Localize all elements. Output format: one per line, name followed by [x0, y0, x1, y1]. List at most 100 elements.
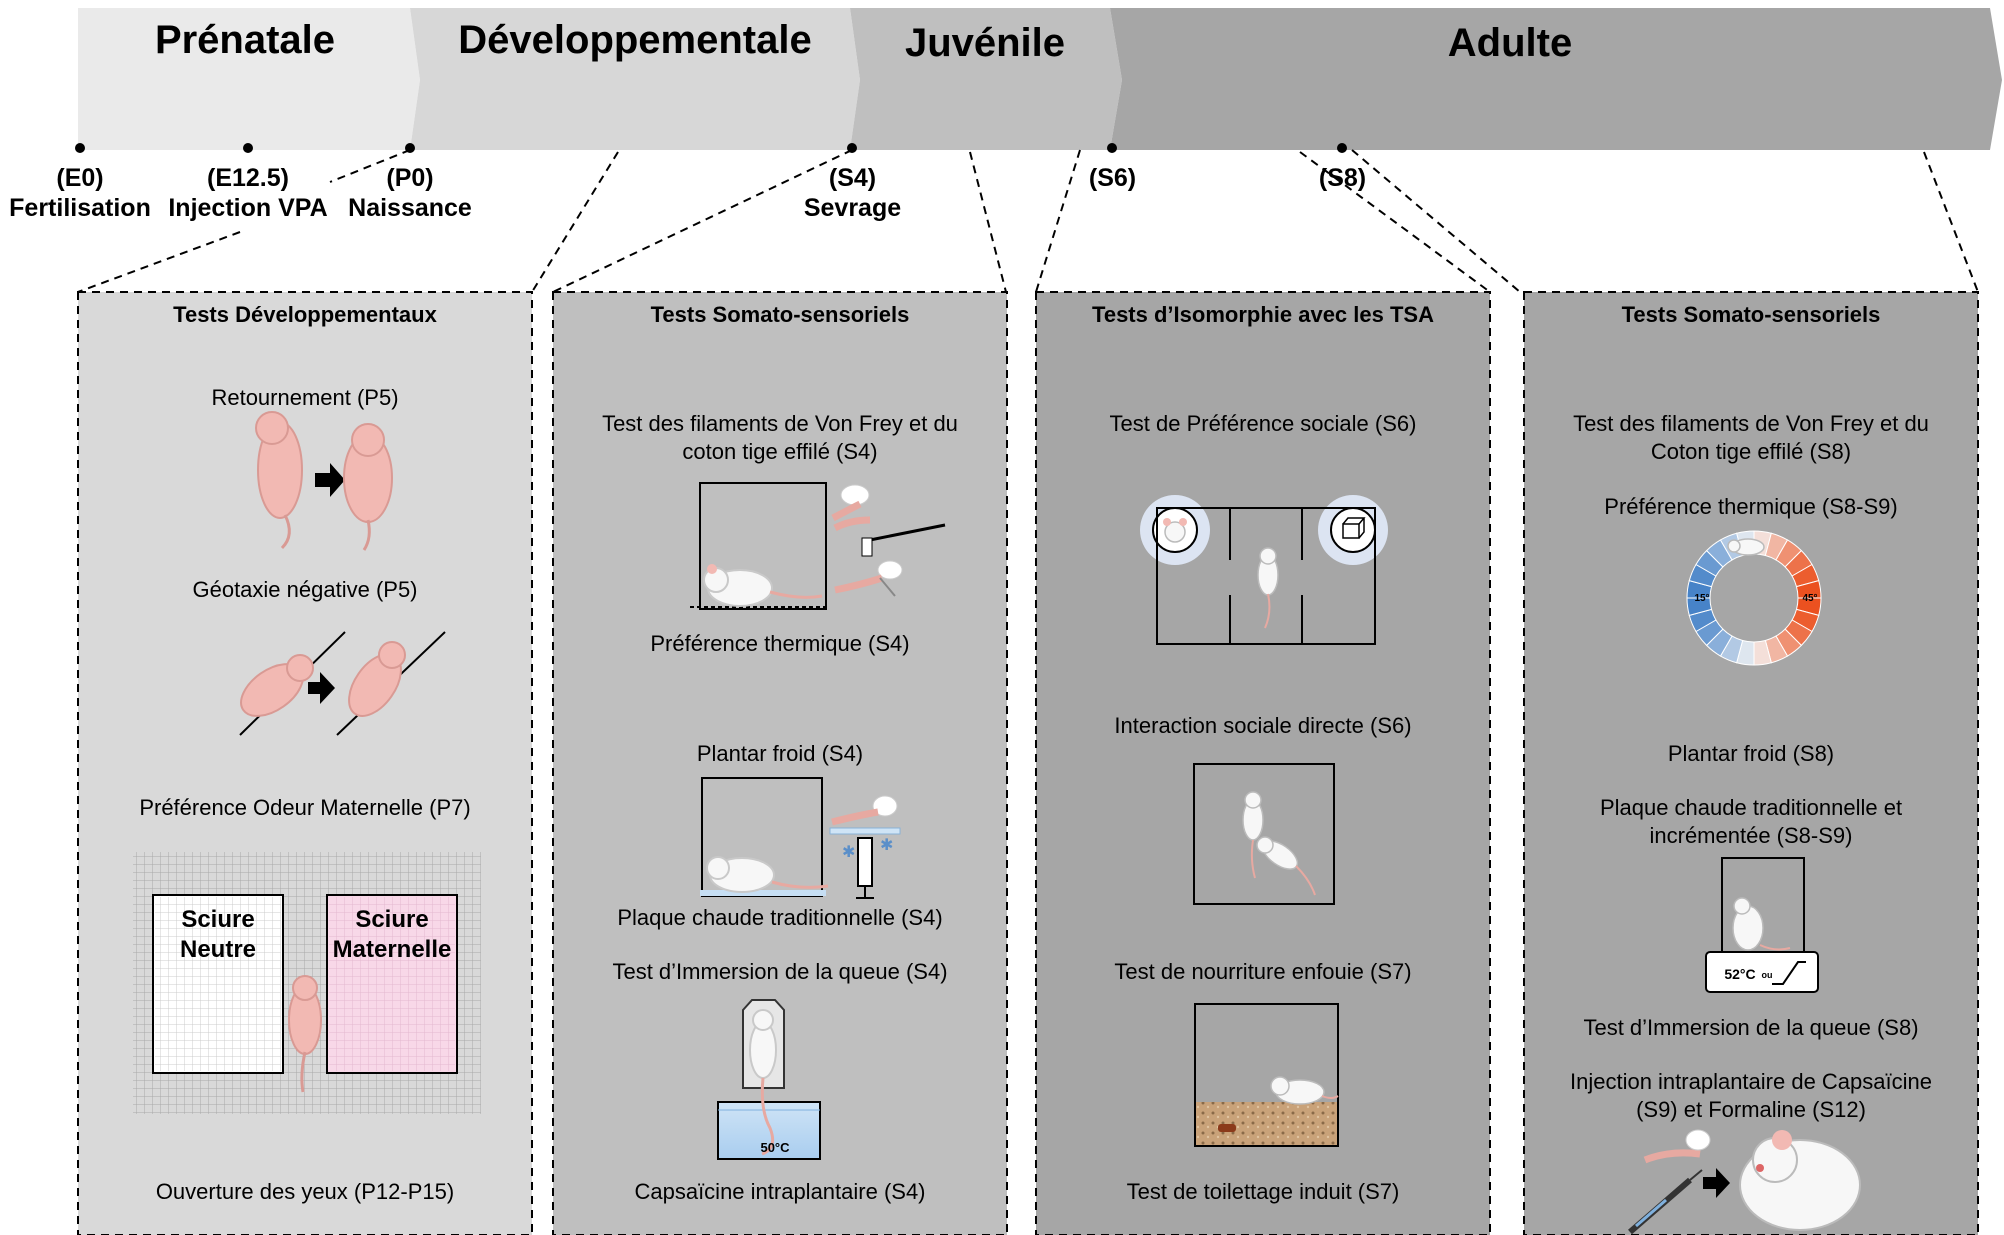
milestone: (S8): [1290, 163, 1395, 193]
panel-title: Tests Développementaux: [173, 302, 437, 327]
milestone-code: (S6): [1088, 164, 1137, 192]
arrow-right-icon: [1703, 1168, 1730, 1198]
milestone: (S6): [1060, 163, 1165, 193]
hot-plate-or-label: ou: [1762, 970, 1773, 980]
test-label: Test d’Immersion de la queue (S8): [1583, 1015, 1919, 1040]
neutral-bedding-label: Sciure Neutre: [179, 906, 257, 963]
milestone-code: (S8): [1318, 164, 1367, 192]
ramp-icon: [1772, 961, 1806, 985]
milestone-code: (S4): [828, 164, 877, 192]
milestone-dot: [243, 143, 253, 153]
phase-band-developpementale: [410, 8, 860, 150]
test-label: Ouverture des yeux (P12-P15): [155, 1179, 455, 1204]
mouse-icon: [703, 564, 823, 607]
test-label: Plantar froid (S8): [1667, 741, 1835, 766]
test-label: Préférence thermique (S4): [650, 631, 910, 656]
test-label: Test de toilettage induit (S7): [1126, 1179, 1400, 1204]
test-label: Injection intraplantaire de Capsaïcine (…: [1569, 1069, 1932, 1122]
test-label: Plantar froid (S4): [696, 741, 864, 766]
neutral-bedding-fill: [155, 897, 281, 1071]
beaker-temp-label: 50°C: [760, 1140, 790, 1155]
test-label: Retournement (P5): [211, 385, 399, 410]
dashed-connectors: [77, 149, 1979, 293]
milestone-label: Injection VPA: [168, 194, 328, 222]
hot-plate-icon: [1705, 951, 1819, 993]
wheel-high-label: 45°: [1802, 593, 1817, 604]
mouse-icon: [1732, 897, 1791, 951]
test-label: Plaque chaude traditionnelle (S4): [617, 905, 943, 930]
milestone-code: (E12.5): [207, 164, 289, 192]
maternal-bedding-fill: [329, 897, 455, 1071]
panel-title: Tests d’Isomorphie avec les TSA: [1092, 302, 1434, 327]
snowflake-icon: ✱: [842, 844, 855, 861]
test-label: Préférence Odeur Maternelle (P7): [139, 795, 471, 820]
phase-label-juvenile: Juvénile: [904, 21, 1066, 65]
test-label: Interaction sociale directe (S6): [1114, 713, 1412, 738]
object-icon: [1342, 517, 1366, 539]
phase-band-adulte: [1110, 8, 2002, 150]
test-label: Test d’Immersion de la queue (S4): [612, 959, 948, 984]
test-label: Test de Préférence sociale (S6): [1109, 411, 1417, 436]
milestone: (P0) Naissance: [340, 163, 480, 223]
mouse-pup-icon: [240, 654, 314, 717]
three-chamber-box: [1156, 507, 1376, 645]
mouse-pup-icon: [288, 975, 322, 1093]
cage-icon: [699, 482, 827, 610]
test-label: Test de nourriture enfouie (S7): [1114, 959, 1412, 984]
phase-band-juvenile: [850, 8, 1122, 150]
milestone: (S4) Sevrage: [780, 163, 925, 223]
tail: [760, 1077, 775, 1156]
filament-icon: [1643, 1129, 1711, 1164]
milestone-dot: [1107, 143, 1117, 153]
snowflake-icon: ✱: [880, 837, 893, 854]
milestone-label: Sevrage: [803, 194, 902, 222]
phase-label-prenatale: Prénatale: [154, 18, 336, 62]
panel-title: Tests Somato-sensoriels: [1621, 302, 1881, 327]
milestone-code: (E0): [56, 164, 104, 192]
phase-label-adulte: Adulte: [1447, 21, 1573, 65]
buried-food: [1218, 1124, 1236, 1132]
milestone-label: Fertilisation: [9, 194, 151, 222]
panel-box: [1523, 291, 1979, 1235]
test-label: Plaque chaude traditionnelle et incrémen…: [1599, 795, 1903, 848]
test-label: Test des filaments de Von Frey et du Cot…: [1573, 411, 1929, 464]
syringe-icon: [1628, 1169, 1703, 1235]
object-cup: [1330, 507, 1376, 553]
mouse-pup-icon: [343, 423, 393, 551]
interaction-arena: [1193, 763, 1335, 905]
burial-cage: [1194, 1003, 1339, 1147]
mouse-pup-icon: [348, 641, 406, 717]
mouse-icon: [749, 1009, 777, 1079]
milestone-label: Naissance: [348, 194, 472, 222]
brush-icon: [831, 484, 870, 522]
thermal-wheel-icon: [1686, 530, 1822, 666]
mouse-icon: [1163, 518, 1187, 543]
glass-plate: [829, 827, 901, 835]
rat-icon: [1739, 1130, 1861, 1231]
maternal-bedding-label: Sciure Maternelle: [332, 906, 452, 963]
test-label: Géotaxie négative (P5): [192, 577, 418, 602]
phase-label-developpementale: Développementale: [458, 18, 812, 62]
test-label: Test des filaments de Von Frey et du cot…: [602, 411, 958, 464]
mouse-pup-icon: [255, 411, 303, 550]
brush-icon: [831, 795, 898, 826]
hot-plate-label: 52°C: [1724, 966, 1755, 982]
milestone: (E0) Fertilisation: [0, 163, 160, 223]
milestone: (E12.5) Injection VPA: [163, 163, 333, 223]
arrow-right-icon: [315, 463, 345, 497]
milestone-code: (P0): [386, 164, 434, 192]
mouse-icon: [1257, 547, 1279, 629]
syringe-icon: [856, 837, 874, 899]
mouse-icon: [1727, 538, 1765, 556]
phase-band-prenatale: [78, 8, 420, 150]
brush-icon: [834, 560, 903, 597]
wheel-low-label: 15°: [1694, 593, 1709, 604]
mouse-icon: [706, 856, 829, 893]
milestone-dot: [75, 143, 85, 153]
bedding: [1196, 1102, 1337, 1145]
mouse-icon: [1270, 1076, 1339, 1105]
panel-title: Tests Somato-sensoriels: [650, 302, 910, 327]
mouse-icon: [1242, 791, 1264, 879]
